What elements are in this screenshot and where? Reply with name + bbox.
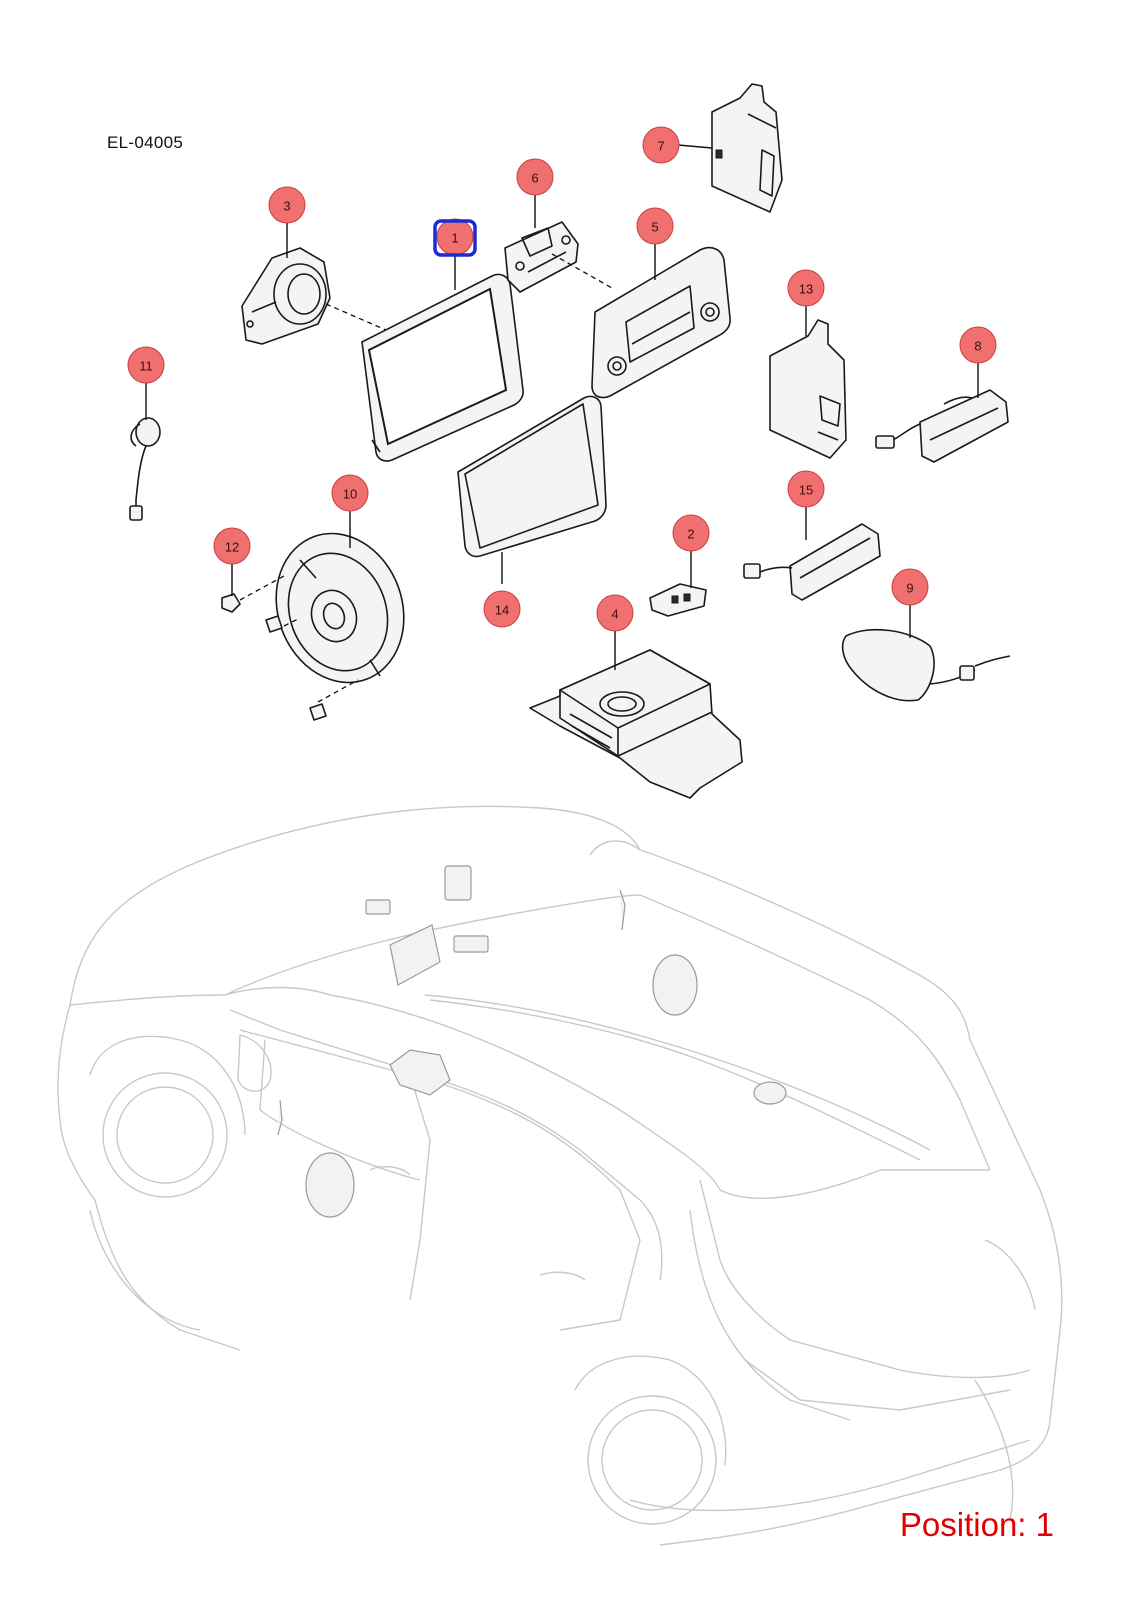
part-8-module[interactable] <box>875 389 1009 463</box>
callout-5[interactable]: 5 <box>636 207 674 245</box>
part-12-clip[interactable] <box>221 593 241 613</box>
callout-9-label: 9 <box>906 581 913 596</box>
callout-11[interactable]: 11 <box>127 346 165 384</box>
selected-callout-highlight <box>433 219 477 257</box>
part-10-speaker[interactable] <box>256 515 425 700</box>
callout-11-label: 11 <box>139 359 153 374</box>
callout-4[interactable]: 4 <box>596 594 634 632</box>
callout-1[interactable]: 1 <box>433 218 477 257</box>
callout-15[interactable]: 15 <box>787 470 825 508</box>
callout-7[interactable]: 7 <box>642 126 680 164</box>
callout-1-label: 1 <box>451 231 458 246</box>
callout-2-label: 2 <box>687 527 694 542</box>
position-label: Position: 1 <box>899 1506 1054 1543</box>
part-7-module[interactable] <box>711 83 783 213</box>
part-14-trim-panel[interactable] <box>457 395 607 558</box>
part-3-speaker[interactable] <box>241 247 331 345</box>
callout-12-label: 12 <box>225 540 239 555</box>
callout-8[interactable]: 8 <box>959 326 997 364</box>
callout-10[interactable]: 10 <box>331 474 369 512</box>
callout-5-label: 5 <box>651 220 658 235</box>
callout-14[interactable]: 14 <box>483 590 521 628</box>
part-10-fasteners <box>265 615 327 721</box>
callout-15-label: 15 <box>799 483 813 498</box>
callout-13-label: 13 <box>799 282 813 297</box>
part-2-switch[interactable] <box>649 583 707 617</box>
assembly-lines <box>239 253 613 703</box>
callout-2[interactable]: 2 <box>672 514 710 552</box>
car-installed-parts <box>277 865 787 1218</box>
part-11-harness[interactable] <box>129 417 161 521</box>
part-4-amplifier[interactable] <box>529 649 743 799</box>
callout-6[interactable]: 6 <box>516 158 554 196</box>
callout-4-label: 4 <box>611 607 618 622</box>
car-outline <box>57 805 1063 1546</box>
part-15-module[interactable] <box>743 523 881 601</box>
diagram-code: EL-04005 <box>107 133 184 152</box>
part-1-display[interactable] <box>361 273 524 462</box>
leader-lines <box>145 144 979 670</box>
callout-10-label: 10 <box>343 487 357 502</box>
callout-7-label: 7 <box>657 139 664 154</box>
part-6-bracket[interactable] <box>504 221 579 293</box>
callout-8-label: 8 <box>974 339 981 354</box>
callout-14-label: 14 <box>495 603 509 618</box>
part-13-module[interactable] <box>769 319 847 459</box>
callout-9[interactable]: 9 <box>891 568 929 606</box>
callout-12[interactable]: 12 <box>213 527 251 565</box>
callout-13[interactable]: 13 <box>787 269 825 307</box>
callout-6-label: 6 <box>531 171 538 186</box>
part-5-control-panel[interactable] <box>591 246 731 399</box>
callout-3-label: 3 <box>283 199 290 214</box>
part-9-antenna[interactable] <box>841 628 1011 702</box>
callout-3[interactable]: 3 <box>268 186 306 224</box>
